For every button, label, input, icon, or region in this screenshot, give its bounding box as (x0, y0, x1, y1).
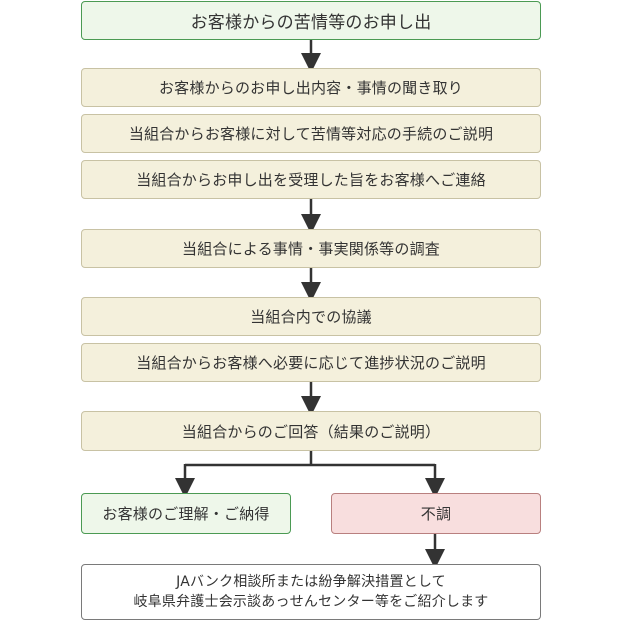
flow-unresolved-box: 不調 (331, 493, 541, 534)
flow-step1-label: お客様からのお申し出内容・事情の聞き取り (158, 79, 463, 97)
flow-step2-box: 当組合からお客様に対して苦情等対応の手続のご説明 (81, 114, 541, 153)
flow-step4-label: 当組合による事情・事実関係等の調査 (182, 240, 440, 258)
flow-step4-box: 当組合による事情・事実関係等の調査 (81, 229, 541, 268)
flow-referral-box: JAバンク相談所または紛争解決措置として 岐阜県弁護士会示談あっせんセンター等を… (81, 564, 541, 620)
flow-step3-box: 当組合からお申し出を受理した旨をお客様へご連絡 (81, 160, 541, 199)
flow-step7-label: 当組合からのご回答（結果のご説明） (181, 422, 441, 441)
flow-step6-box: 当組合からお客様へ必要に応じて進捗状況のご説明 (81, 343, 541, 382)
flow-step1-box: お客様からのお申し出内容・事情の聞き取り (81, 68, 541, 107)
flow-resolved-box: お客様のご理解・ご納得 (81, 493, 291, 534)
flow-step7-box: 当組合からのご回答（結果のご説明） (81, 411, 541, 451)
flow-step5-label: 当組合内での協議 (250, 308, 372, 326)
flow-step2-label: 当組合からお客様に対して苦情等対応の手続のご説明 (128, 125, 494, 143)
flow-start-label: お客様からの苦情等のお申し出 (190, 13, 432, 33)
flow-referral-line2: 岐阜県弁護士会示談あっせんセンター等をご紹介します (133, 594, 489, 610)
flow-step6-label: 当組合からお客様へ必要に応じて進捗状況のご説明 (136, 354, 486, 372)
flow-resolved-label: お客様のご理解・ご納得 (102, 505, 270, 523)
flow-step5-box: 当組合内での協議 (81, 297, 541, 336)
flow-start-box: お客様からの苦情等のお申し出 (81, 1, 541, 40)
flow-step3-label: 当組合からお申し出を受理した旨をお客様へご連絡 (136, 171, 486, 189)
flow-referral-line1: JAバンク相談所または紛争解決措置として (176, 574, 446, 590)
flow-unresolved-label: 不調 (420, 505, 452, 523)
